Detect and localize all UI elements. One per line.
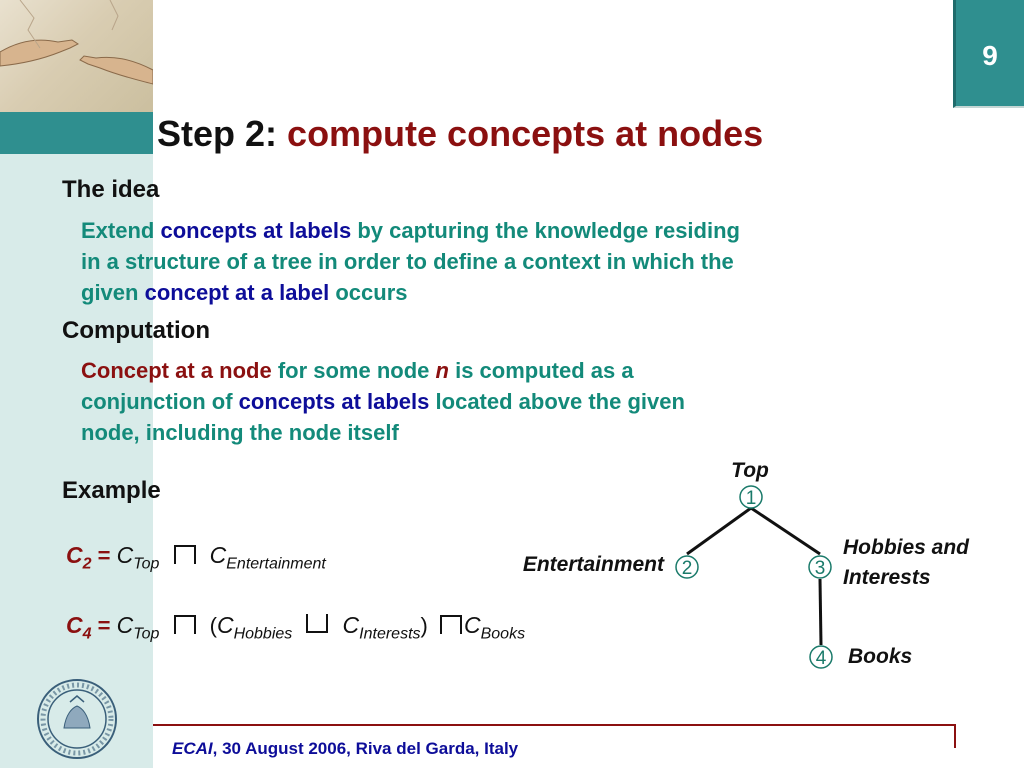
computation-text: Concept at a node for some node n is com… <box>81 355 685 448</box>
formula-c4-lhs: C4 <box>66 612 92 643</box>
node-variable: n <box>435 358 449 383</box>
computation-heading: Computation <box>62 317 210 344</box>
node-1 <box>739 485 763 509</box>
page-number: 9 <box>982 40 998 71</box>
sidebar-accent-bar <box>0 112 153 154</box>
footer-venue: ECAI <box>172 739 213 758</box>
university-seal-logo <box>36 678 118 760</box>
node-3 <box>808 555 832 579</box>
footer-divider-tick <box>954 724 956 748</box>
node-2-id: 2 <box>682 558 693 579</box>
title-highlight: compute concepts at nodes <box>287 113 764 154</box>
node-2-label: Entertainment <box>523 553 665 576</box>
computation-line-3: node, including the node itself <box>81 420 399 445</box>
creation-of-adam-image <box>0 0 153 112</box>
term-concepts-at-labels-2: concepts at labels <box>238 389 430 414</box>
idea-heading: The idea <box>62 176 160 203</box>
edge-1-3 <box>750 506 821 556</box>
page-number-box: 9 <box>953 0 1024 108</box>
idea-text: Extend concepts at labels by capturing t… <box>81 215 740 308</box>
term-concept-at-a-label: concept at a label <box>144 280 330 305</box>
edge-3-4 <box>818 578 823 646</box>
idea-line-2: in a structure of a tree in order to def… <box>81 249 734 274</box>
idea-line-1: Extend concepts at labels by capturing t… <box>81 218 740 243</box>
formula-c4: C4 = CTop (CHobbies CInterests) CBooks <box>66 612 526 643</box>
title-prefix: Step 2: <box>157 113 278 154</box>
node-3-id: 3 <box>815 558 826 579</box>
node-4-id: 4 <box>816 648 827 669</box>
footer-details: , 30 August 2006, Riva del Garda, Italy <box>212 739 519 758</box>
example-heading: Example <box>62 477 161 504</box>
node-3-label-line2: Interests <box>843 566 931 589</box>
example-tree: Top 1 Entertainment 2 3 Hobbies and Inte… <box>523 459 970 669</box>
node-1-label: Top <box>731 459 769 482</box>
intersection-icon <box>172 613 198 641</box>
node-4-label: Books <box>848 645 912 668</box>
hands-illustration <box>0 0 153 85</box>
node-1-id: 1 <box>746 488 757 509</box>
node-2 <box>675 555 699 579</box>
computation-line-2: conjunction of concepts at labels locate… <box>81 389 685 414</box>
node-3-label-line1: Hobbies and <box>843 536 970 559</box>
node-4 <box>809 645 833 669</box>
formula-c2: C2 = CTop CEntertainment <box>66 542 326 573</box>
intersection-icon <box>438 613 464 641</box>
idea-line-3: given concept at a label occurs <box>81 280 408 305</box>
formula-c2-lhs: C2 <box>66 542 92 573</box>
footer: ECAI, 30 August 2006, Riva del Garda, It… <box>172 739 518 759</box>
term-concepts-at-labels: concepts at labels <box>160 218 352 243</box>
term-concept-at-a-node: Concept at a node <box>81 358 272 383</box>
computation-line-1: Concept at a node for some node n is com… <box>81 358 634 383</box>
intersection-icon <box>172 543 198 571</box>
slide-title: Step 2: compute concepts at nodes <box>157 113 763 155</box>
edge-1-2 <box>686 506 752 556</box>
union-icon <box>304 613 330 641</box>
footer-divider <box>153 724 956 726</box>
